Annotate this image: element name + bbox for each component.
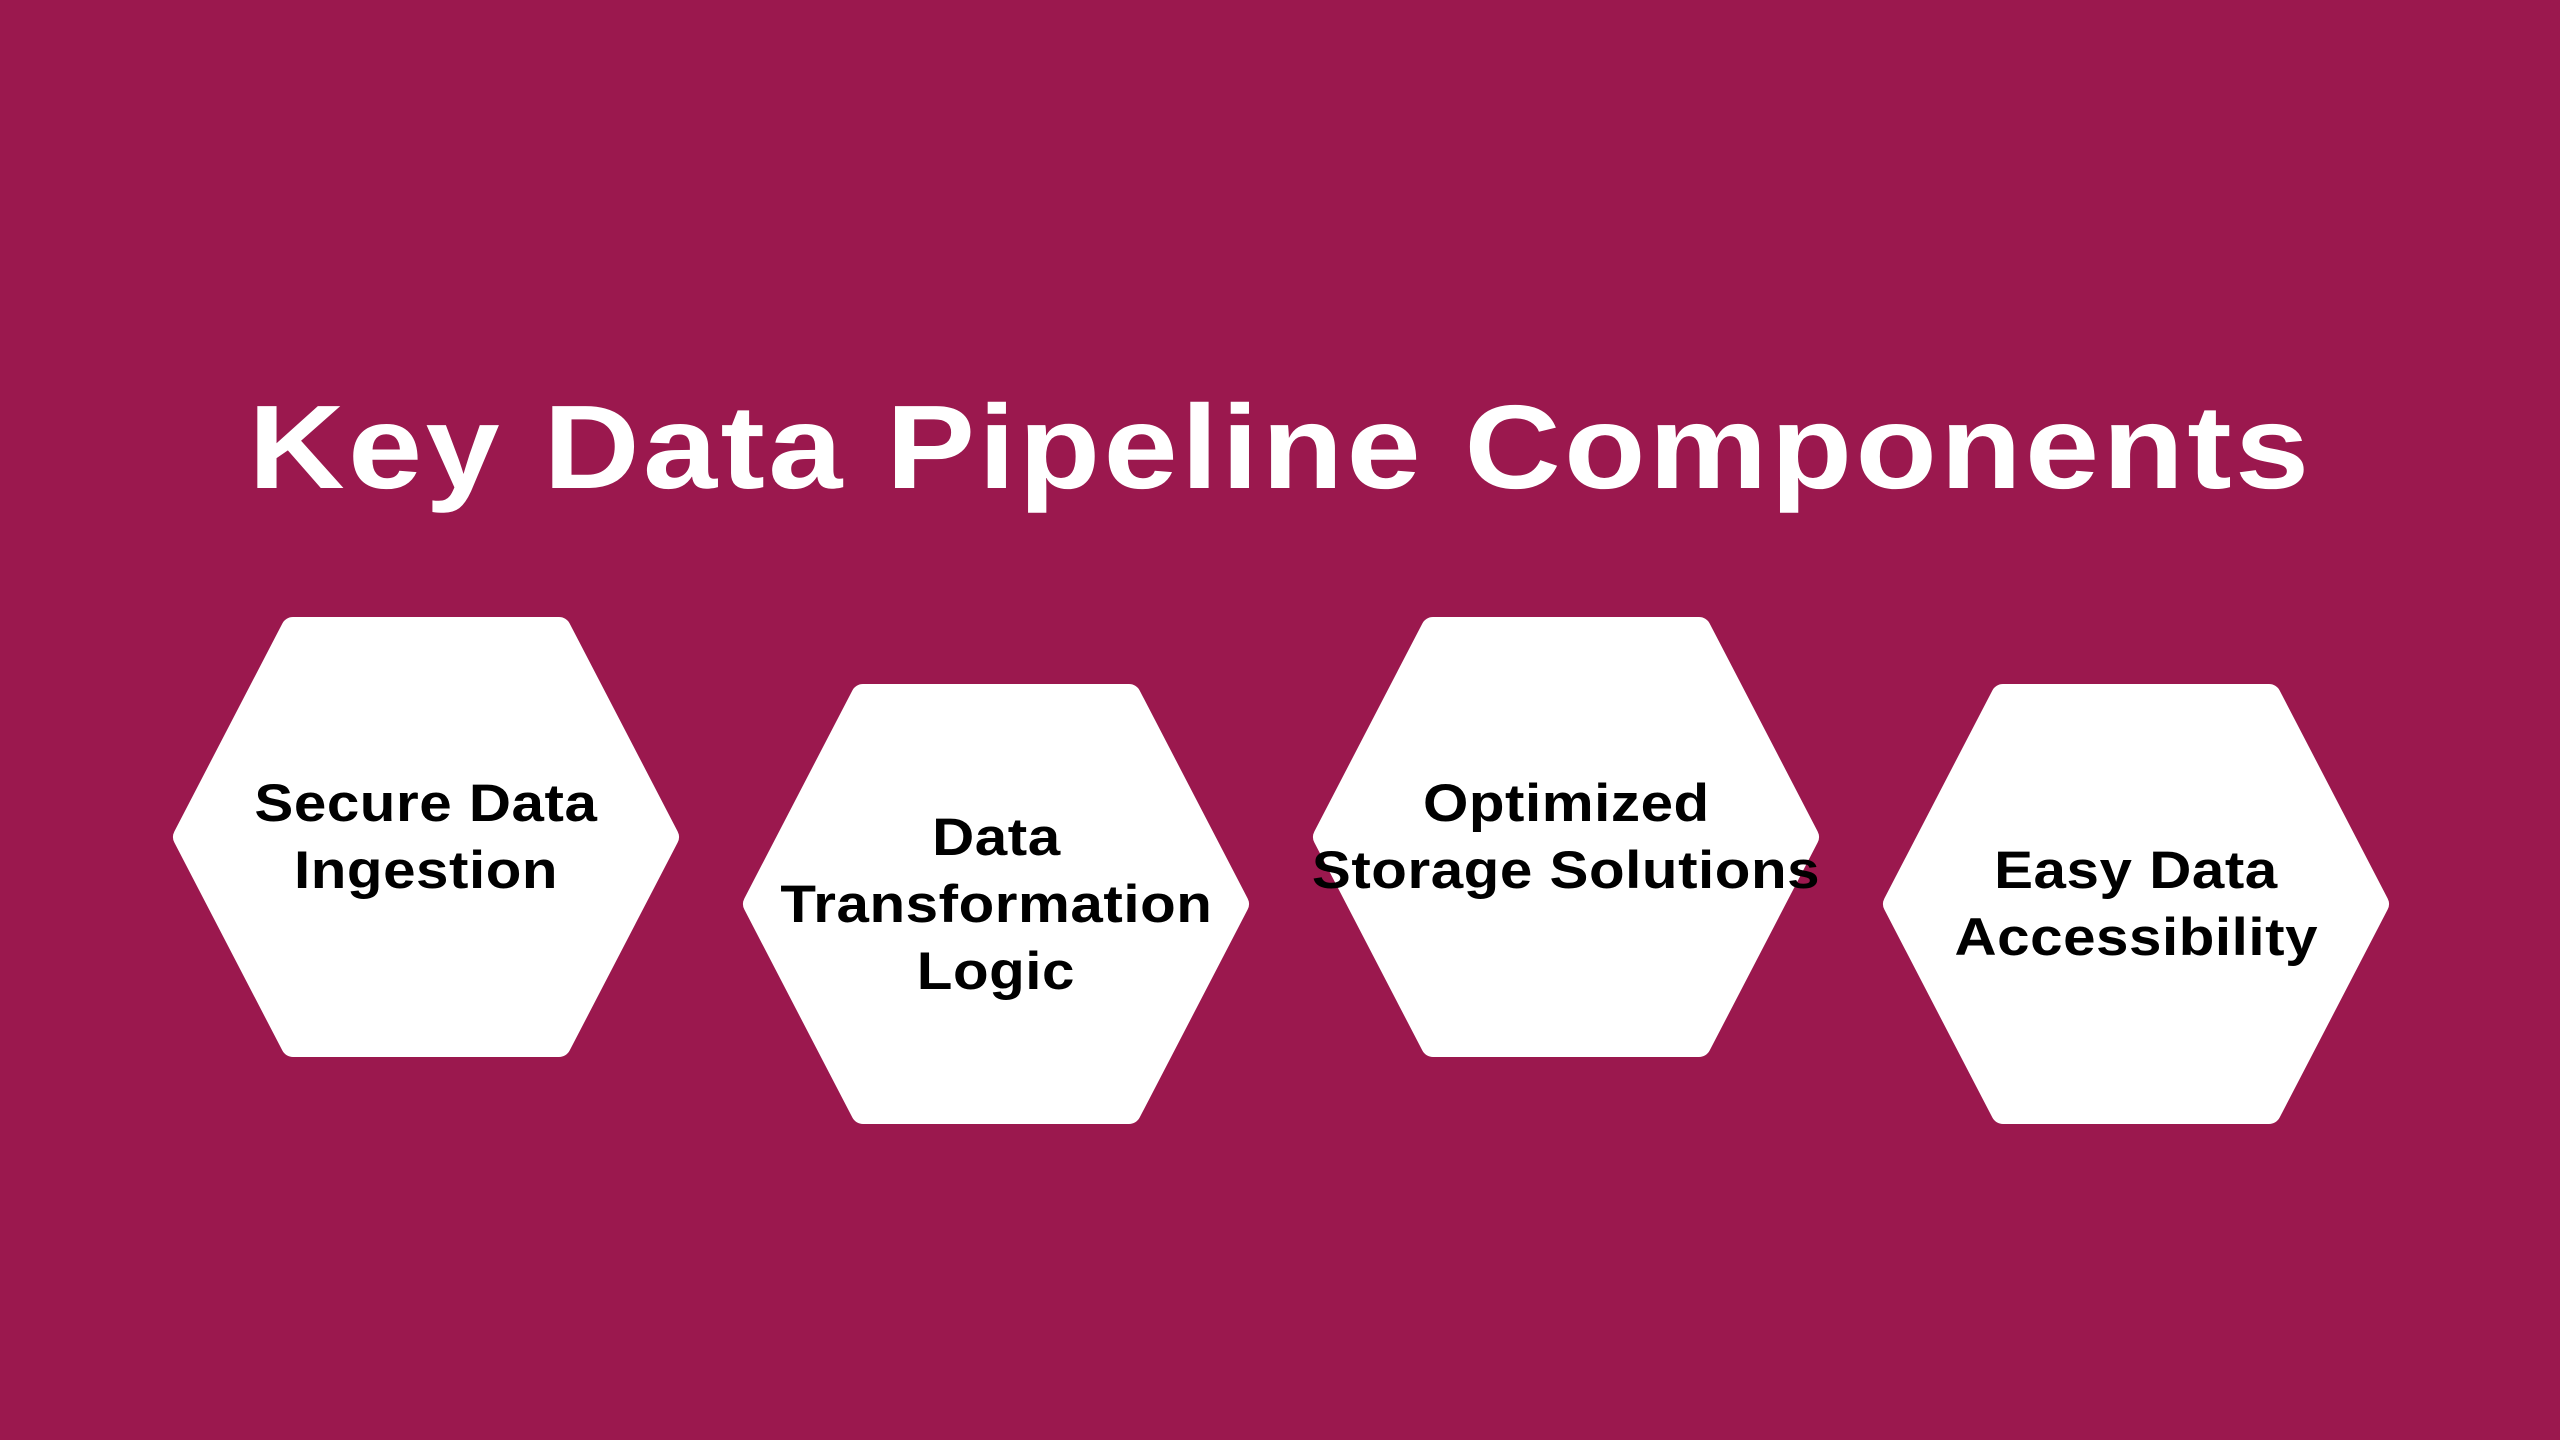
component-hexagon-data-transformation-logic: Data Transformation Logic: [743, 684, 1249, 1124]
component-hexagon-optimized-storage-solutions: Optimized Storage Solutions: [1311, 617, 1821, 1057]
component-label-line: Logic: [916, 941, 1076, 1001]
component-hexagon-easy-data-accessibility: Easy Data Accessibility: [1883, 684, 2389, 1124]
component-label-line: Accessibility: [1954, 908, 2318, 967]
component-label-line: Transformation: [779, 874, 1213, 934]
hexagon-shape-icon: [743, 684, 1249, 1124]
component-label-line: Storage Solutions: [1311, 841, 1821, 900]
slide-title: Key Data Pipeline Components: [0, 378, 2560, 518]
component-label-line: Optimized: [1422, 774, 1710, 833]
component-label-line: Easy Data: [1994, 841, 2278, 900]
component-label: Optimized Storage Solutions: [1311, 617, 1821, 1057]
component-label-line: Data: [931, 807, 1061, 867]
component-label-line: Secure Data: [254, 774, 598, 833]
hexagon-shape-icon: [1313, 617, 1819, 1057]
hexagon-shape-icon: [173, 617, 679, 1057]
component-label-line: Ingestion: [293, 841, 559, 900]
component-label: Data Transformation Logic: [743, 684, 1249, 1124]
slide-title-text: Key Data Pipeline Components: [247, 381, 2313, 514]
component-label: Easy Data Accessibility: [1883, 684, 2389, 1124]
component-hexagon-secure-data-ingestion: Secure Data Ingestion: [173, 617, 679, 1057]
hexagon-shape-icon: [1883, 684, 2389, 1124]
component-label: Secure Data Ingestion: [173, 617, 679, 1057]
